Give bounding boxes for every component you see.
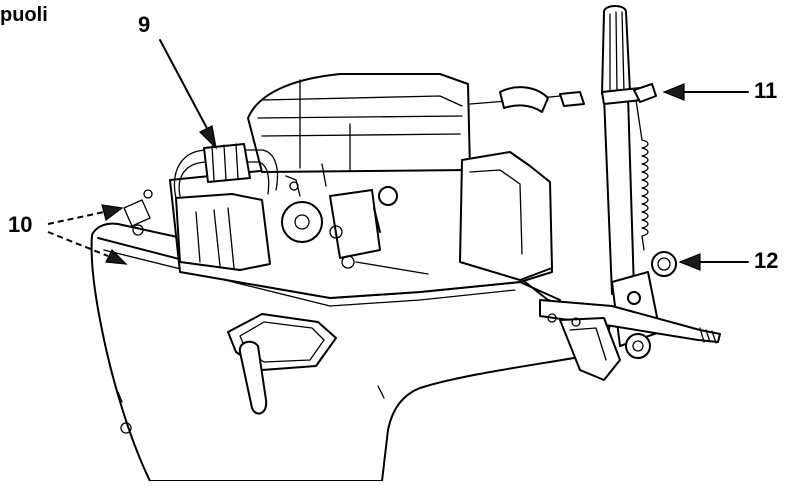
fuel-filter: [203, 143, 251, 183]
callout-12: 12: [754, 248, 779, 273]
arrowhead-10a: [101, 204, 124, 222]
leader-10a: [47, 211, 105, 225]
cowl-lever: [238, 340, 268, 415]
leader-9: [159, 39, 211, 135]
callout-10: 10: [8, 212, 33, 237]
friction-knob: [651, 251, 677, 277]
arrowhead-9: [198, 125, 217, 150]
flywheel-cover: [247, 73, 471, 173]
arrowhead-11: [662, 83, 685, 101]
intake-module: [175, 193, 271, 271]
leader-10b: [47, 231, 109, 257]
arrowhead-10b: [105, 248, 128, 265]
stop-switch-clip: [633, 83, 657, 103]
tiller-shaft: [603, 95, 635, 295]
arrowhead-12: [678, 253, 701, 271]
lanyard-coil: [635, 99, 649, 251]
callout-11: 11: [754, 78, 778, 103]
partial-heading-text: puoli: [0, 4, 48, 26]
callout-9: 9: [138, 12, 151, 37]
